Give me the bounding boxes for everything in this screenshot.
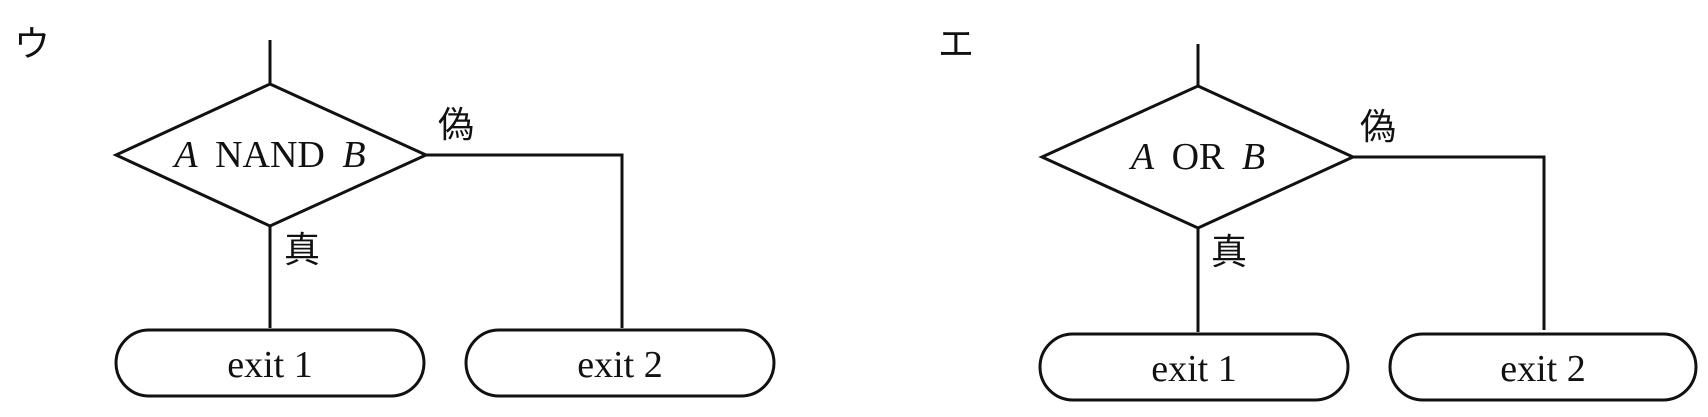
condition-var-a: A xyxy=(171,134,198,176)
option-label: エ xyxy=(938,24,974,65)
exit-1-terminal xyxy=(114,328,426,398)
false-branch-line xyxy=(426,153,624,328)
exit-1-terminal xyxy=(1038,332,1350,402)
exit-2-label: exit 2 xyxy=(577,344,662,386)
exit-1-label: exit 1 xyxy=(1151,348,1236,390)
exit-1-label: exit 1 xyxy=(227,344,312,386)
condition-operator: OR xyxy=(1172,136,1225,178)
panel-e: エ A OR B 偽 真 exit 1 exit 2 xyxy=(938,24,1698,402)
false-branch-line xyxy=(1353,155,1546,330)
true-branch-label: 真 xyxy=(1211,232,1247,273)
condition-operator: NAND xyxy=(215,134,325,176)
condition-var-a: A xyxy=(1128,136,1155,178)
panel-u: ウ A NAND B 偽 真 exit 1 exit 2 xyxy=(14,24,776,398)
false-branch-label: 偽 xyxy=(438,105,474,146)
exit-2-terminal xyxy=(1388,332,1698,402)
option-label: ウ xyxy=(14,24,50,65)
false-branch-label: 偽 xyxy=(1360,107,1396,148)
decision-condition: A OR B xyxy=(1128,136,1265,178)
condition-var-b: B xyxy=(1242,136,1265,178)
condition-var-b: B xyxy=(342,134,365,176)
decision-condition: A NAND B xyxy=(171,134,365,176)
true-branch-label: 真 xyxy=(284,230,320,271)
exit-2-label: exit 2 xyxy=(1500,348,1585,390)
exit-2-terminal xyxy=(464,328,776,398)
